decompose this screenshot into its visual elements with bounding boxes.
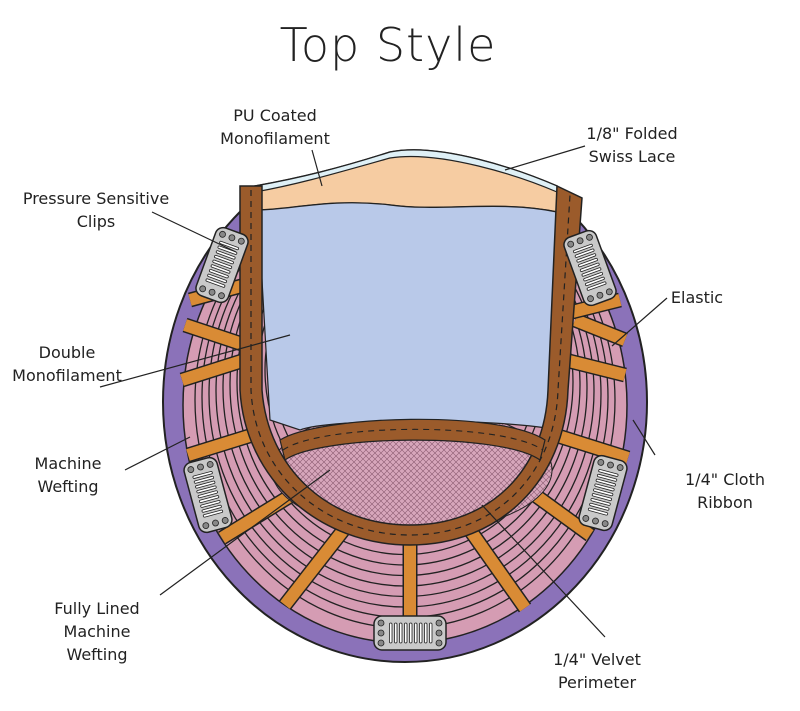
label-line: Machine — [34, 454, 102, 473]
label-line: 1/8" Folded — [586, 124, 678, 143]
elastic-strap — [563, 354, 627, 381]
pressure-sensitive-clip — [578, 454, 628, 532]
label-line: Fully Lined — [54, 599, 140, 618]
pressure-sensitive-clip — [373, 615, 447, 651]
label-line: PU Coated — [233, 106, 317, 125]
label-line: Double — [38, 343, 96, 362]
elastic-strap — [572, 314, 628, 346]
label-line: 1/4" Velvet — [553, 650, 641, 669]
label-line: Machine — [63, 622, 131, 641]
elastic-strap — [465, 526, 530, 612]
elastic-strap — [524, 485, 594, 540]
elastic-strap — [180, 354, 247, 386]
label-line: Wefting — [37, 477, 99, 496]
label-line: Monofilament — [12, 366, 122, 385]
diagram-title: Top Style — [279, 18, 497, 72]
label-line: Pressure Sensitive — [22, 189, 170, 208]
double-monofilament — [257, 202, 558, 431]
pressure-sensitive-clip — [195, 226, 249, 304]
label-line: Swiss Lace — [588, 147, 676, 166]
elastic-strap — [570, 294, 622, 318]
label-line: Clips — [76, 212, 116, 231]
pressure-sensitive-clip — [183, 456, 233, 534]
pressure-sensitive-clip — [563, 229, 617, 307]
velvet-perimeter — [239, 184, 583, 546]
elastic-strap — [553, 429, 630, 464]
leader-lines — [99, 145, 668, 638]
label-line: Monofilament — [220, 129, 330, 148]
label-line: 1/4" Cloth — [684, 470, 766, 489]
label-line: Wefting — [66, 645, 128, 664]
elastic-strap — [280, 524, 350, 609]
label-line: Ribbon — [697, 493, 753, 512]
label-line: Elastic — [670, 288, 724, 307]
elastic-strap — [183, 319, 247, 351]
label-line: Perimeter — [557, 673, 637, 692]
label-elastic: Elastic — [671, 286, 723, 309]
